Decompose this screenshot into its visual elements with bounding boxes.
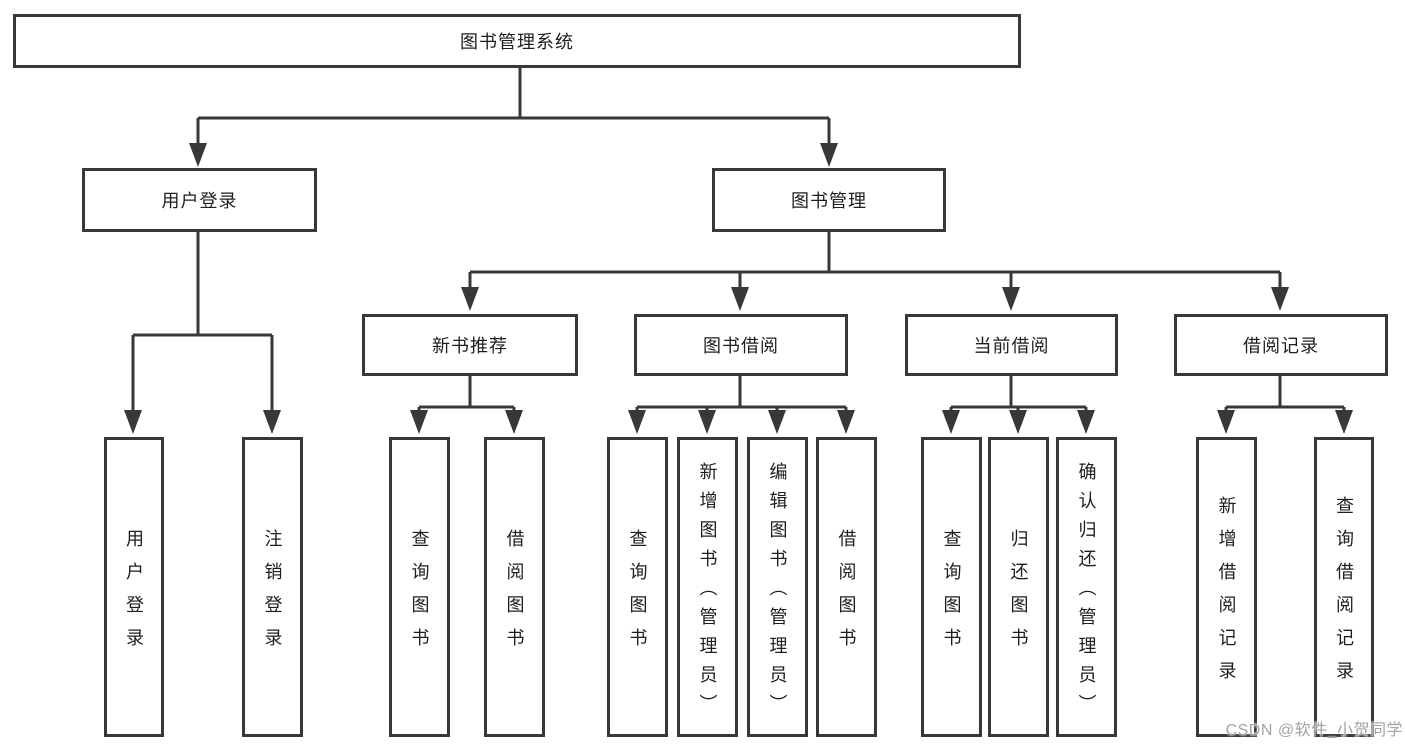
node-new-book-recommend-label: 新书推荐 — [432, 336, 508, 356]
leaf-add-book-admin-label: 新增图书（管理员） — [697, 462, 718, 723]
leaf-query-book-3-label: 查询图书 — [941, 528, 962, 661]
leaf-confirm-return-admin-label: 确认归还（管理员） — [1076, 462, 1097, 723]
node-borrow-record-label: 借阅记录 — [1243, 336, 1319, 356]
leaf-borrow-book-2-label: 借阅图书 — [836, 528, 857, 661]
node-user-login-label: 用户登录 — [161, 191, 238, 211]
node-current-borrow: 当前借阅 — [905, 314, 1118, 376]
leaf-add-borrow-record-label: 新增借阅记录 — [1216, 495, 1237, 694]
leaf-query-book-1: 查询图书 — [389, 437, 450, 737]
node-library-system-label: 图书管理系统 — [460, 32, 574, 52]
node-current-borrow-label: 当前借阅 — [973, 336, 1050, 356]
leaf-borrow-book-2: 借阅图书 — [816, 437, 877, 737]
leaf-query-book-2-label: 查询图书 — [627, 528, 648, 661]
leaf-add-book-admin: 新增图书（管理员） — [677, 437, 738, 737]
leaf-borrow-book-1-label: 借阅图书 — [504, 528, 525, 661]
node-borrow-record: 借阅记录 — [1174, 314, 1388, 376]
leaf-confirm-return-admin: 确认归还（管理员） — [1056, 437, 1117, 737]
leaf-query-book-1-label: 查询图书 — [409, 528, 430, 661]
leaf-user-login: 用户登录 — [104, 437, 164, 737]
leaf-return-book-label: 归还图书 — [1008, 528, 1029, 661]
leaf-query-book-2: 查询图书 — [607, 437, 668, 737]
leaf-query-borrow-record: 查询借阅记录 — [1314, 437, 1374, 737]
node-user-login: 用户登录 — [82, 168, 317, 232]
node-new-book-recommend: 新书推荐 — [362, 314, 578, 376]
node-book-borrow-label: 图书借阅 — [703, 336, 779, 356]
csdn-watermark: CSDN @软件_小贺同学 — [1225, 722, 1403, 739]
leaf-edit-book-admin: 编辑图书（管理员） — [747, 437, 808, 737]
leaf-add-borrow-record: 新增借阅记录 — [1196, 437, 1257, 737]
leaf-borrow-book-1: 借阅图书 — [484, 437, 545, 737]
node-book-management: 图书管理 — [712, 168, 946, 232]
leaf-query-book-3: 查询图书 — [921, 437, 982, 737]
node-book-management-label: 图书管理 — [791, 191, 867, 211]
leaf-edit-book-admin-label: 编辑图书（管理员） — [767, 462, 788, 723]
node-book-borrow: 图书借阅 — [634, 314, 848, 376]
leaf-logout-login-label: 注销登录 — [262, 528, 283, 661]
leaf-query-borrow-record-label: 查询借阅记录 — [1334, 495, 1354, 694]
leaf-return-book: 归还图书 — [988, 437, 1049, 737]
node-library-system: 图书管理系统 — [13, 14, 1021, 68]
arrowhead-icons — [124, 143, 1353, 434]
leaf-logout-login: 注销登录 — [242, 437, 303, 737]
leaf-user-login-label: 用户登录 — [124, 528, 144, 661]
